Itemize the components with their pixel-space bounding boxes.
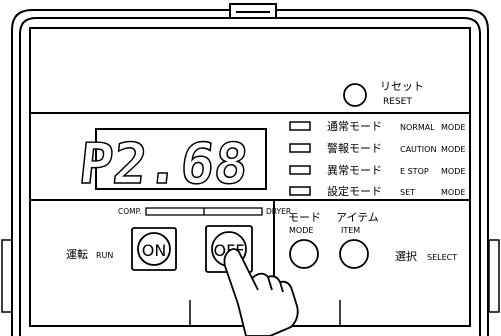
reset-label-en: RESET: [383, 97, 412, 107]
run-label-jp: 運転: [66, 248, 88, 261]
estop-mode-suffix: MODE: [441, 167, 465, 176]
mode-button-label-jp: モード: [288, 211, 321, 224]
caution-mode-lamp: [289, 143, 311, 153]
item-button[interactable]: [339, 239, 369, 269]
reset-label-jp: リセット: [380, 80, 424, 93]
mode-indicators: 通常モード NORMAL MODE 警報モード CAUTION MODE 異常モ…: [289, 120, 465, 198]
set-mode-jp: 設定モード: [327, 184, 382, 198]
on-button-label: ON: [142, 241, 167, 260]
comp-label: COMP.: [118, 207, 141, 216]
estop-mode-lamp: [289, 165, 311, 175]
normal-mode-suffix: MODE: [441, 123, 465, 132]
item-button-label-jp: アイテム: [336, 211, 379, 224]
normal-mode-jp: 通常モード: [327, 120, 382, 133]
caution-mode-jp: 警報モード: [327, 141, 382, 155]
normal-mode-en: NORMAL: [400, 123, 435, 132]
bottom-marks: [189, 300, 341, 326]
estop-mode-jp: 異常モード: [327, 164, 382, 177]
set-mode-en: SET: [400, 188, 415, 197]
caution-mode-suffix: MODE: [441, 145, 465, 154]
mode-button[interactable]: [289, 239, 319, 269]
reset-button[interactable]: [343, 83, 367, 107]
set-mode-lamp: [289, 186, 311, 196]
on-button[interactable]: [137, 232, 171, 266]
select-label-jp: 選択: [395, 249, 417, 263]
caution-mode-en: CAUTION: [400, 145, 436, 154]
segment-display: [95, 128, 267, 190]
hand-icon: [223, 248, 299, 336]
select-label-en: SELECT: [427, 253, 457, 262]
estop-mode-en: E STOP: [400, 167, 429, 176]
dryer-label: DRYER: [266, 207, 291, 216]
item-button-label-en: ITEM: [341, 226, 360, 235]
side-hinges: [1, 239, 500, 313]
run-label-en: RUN: [96, 251, 113, 260]
set-mode-suffix: MODE: [441, 188, 465, 197]
display-readout: P2.68: [76, 132, 251, 197]
panel-housing: [11, 3, 489, 336]
mode-button-label-en: MODE: [289, 226, 313, 235]
normal-mode-lamp: [289, 121, 311, 131]
